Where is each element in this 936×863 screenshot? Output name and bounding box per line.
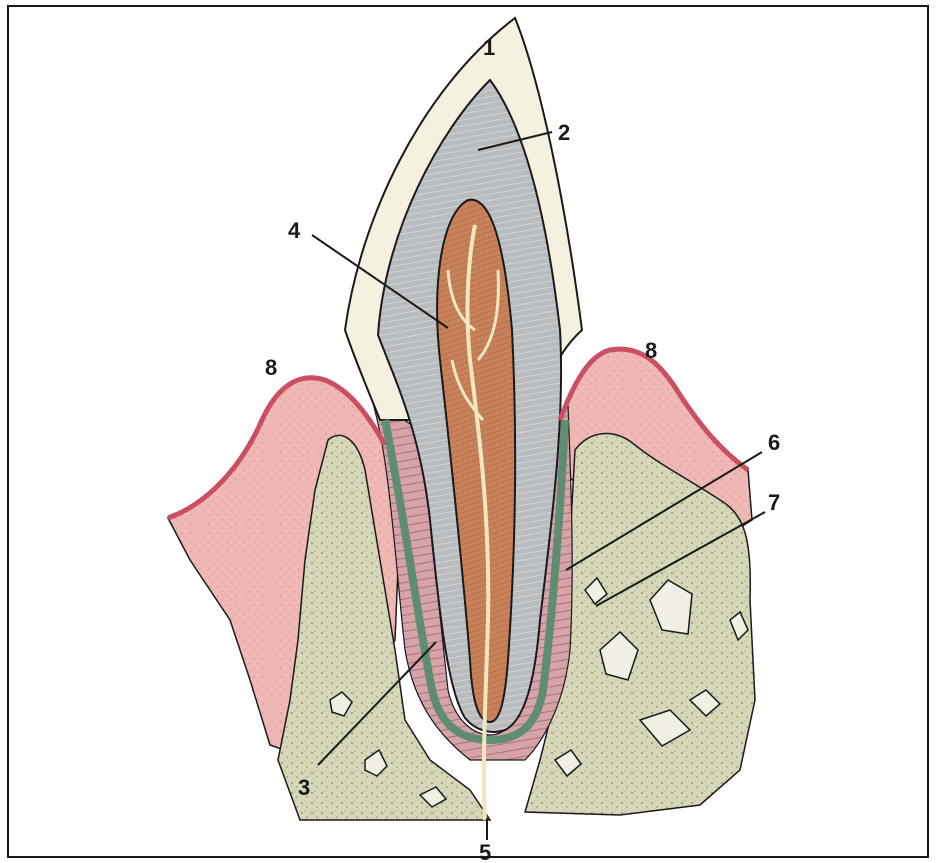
label-6: 6 — [768, 430, 780, 455]
label-7: 7 — [768, 490, 780, 515]
label-4: 4 — [288, 218, 301, 243]
label-5: 5 — [479, 840, 491, 863]
label-1: 1 — [483, 35, 495, 60]
label-8-right: 8 — [645, 338, 657, 363]
label-3: 3 — [298, 775, 310, 800]
label-8-left: 8 — [265, 355, 277, 380]
label-2: 2 — [558, 120, 570, 145]
